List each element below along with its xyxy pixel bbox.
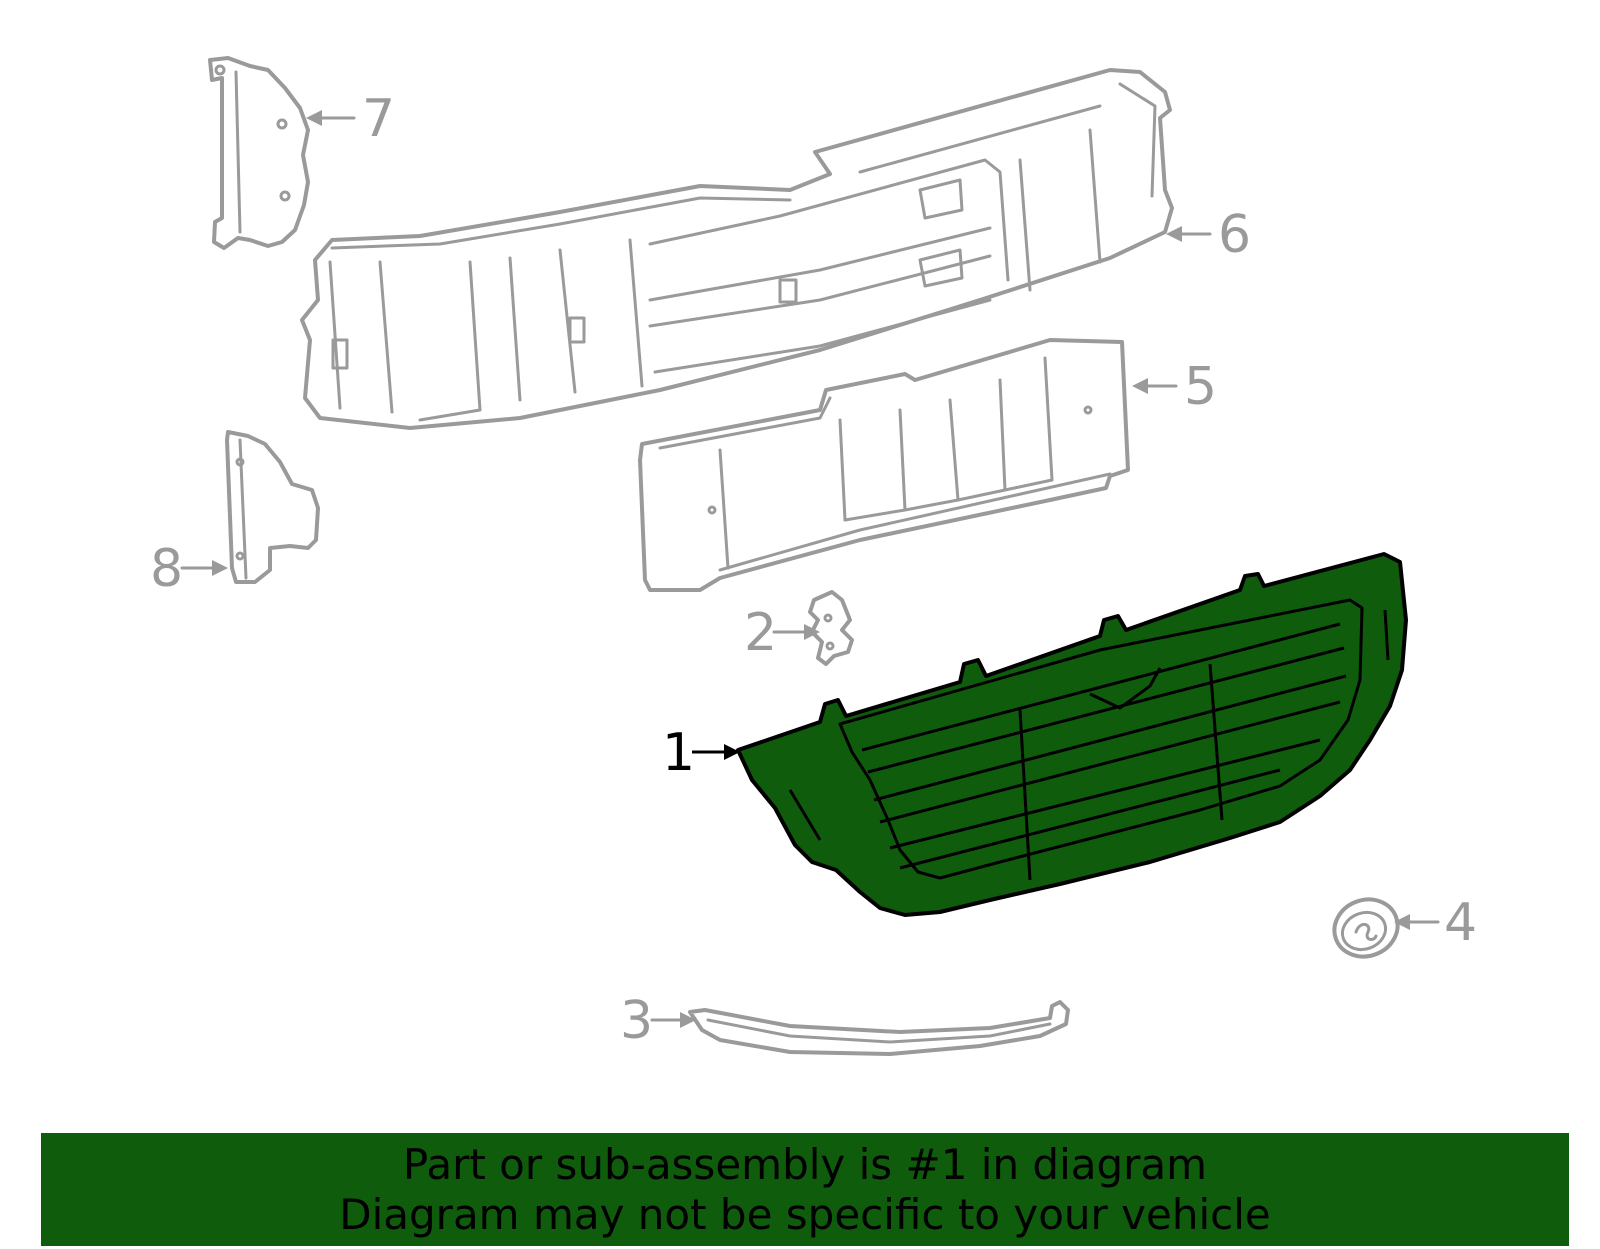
arrow-1 xyxy=(692,744,740,760)
callout-8: 8 xyxy=(150,539,183,599)
arrow-2 xyxy=(772,624,820,640)
part-1-grille xyxy=(736,552,1408,917)
callout-5: 5 xyxy=(1184,357,1217,417)
part-7-bracket xyxy=(208,56,310,250)
grille-body xyxy=(736,552,1408,917)
arrow-7 xyxy=(306,110,356,126)
callout-2: 2 xyxy=(744,603,777,663)
part-3-molding xyxy=(688,1000,1070,1056)
arrow-6 xyxy=(1166,226,1212,242)
part-6-radiator-support xyxy=(300,68,1174,430)
callout-6: 6 xyxy=(1218,205,1251,265)
callout-7: 7 xyxy=(362,89,395,149)
callout-1: 1 xyxy=(662,723,695,783)
arrow-8 xyxy=(180,560,228,576)
info-banner: Part or sub-assembly is #1 in diagram Di… xyxy=(41,1133,1569,1246)
arrow-4 xyxy=(1394,914,1440,930)
callout-arrows xyxy=(180,110,1440,1028)
banner-line-2: Diagram may not be specific to your vehi… xyxy=(339,1189,1271,1239)
arrow-5 xyxy=(1132,378,1178,394)
part-4-emblem xyxy=(1332,897,1400,959)
banner-line-1: Part or sub-assembly is #1 in diagram xyxy=(402,1139,1208,1189)
part-8-bracket xyxy=(225,430,320,584)
arrow-3 xyxy=(650,1012,696,1028)
part-5-deflector xyxy=(638,338,1130,592)
callout-4: 4 xyxy=(1444,893,1477,953)
part-2-clip xyxy=(808,590,854,666)
callout-3: 3 xyxy=(620,991,653,1051)
